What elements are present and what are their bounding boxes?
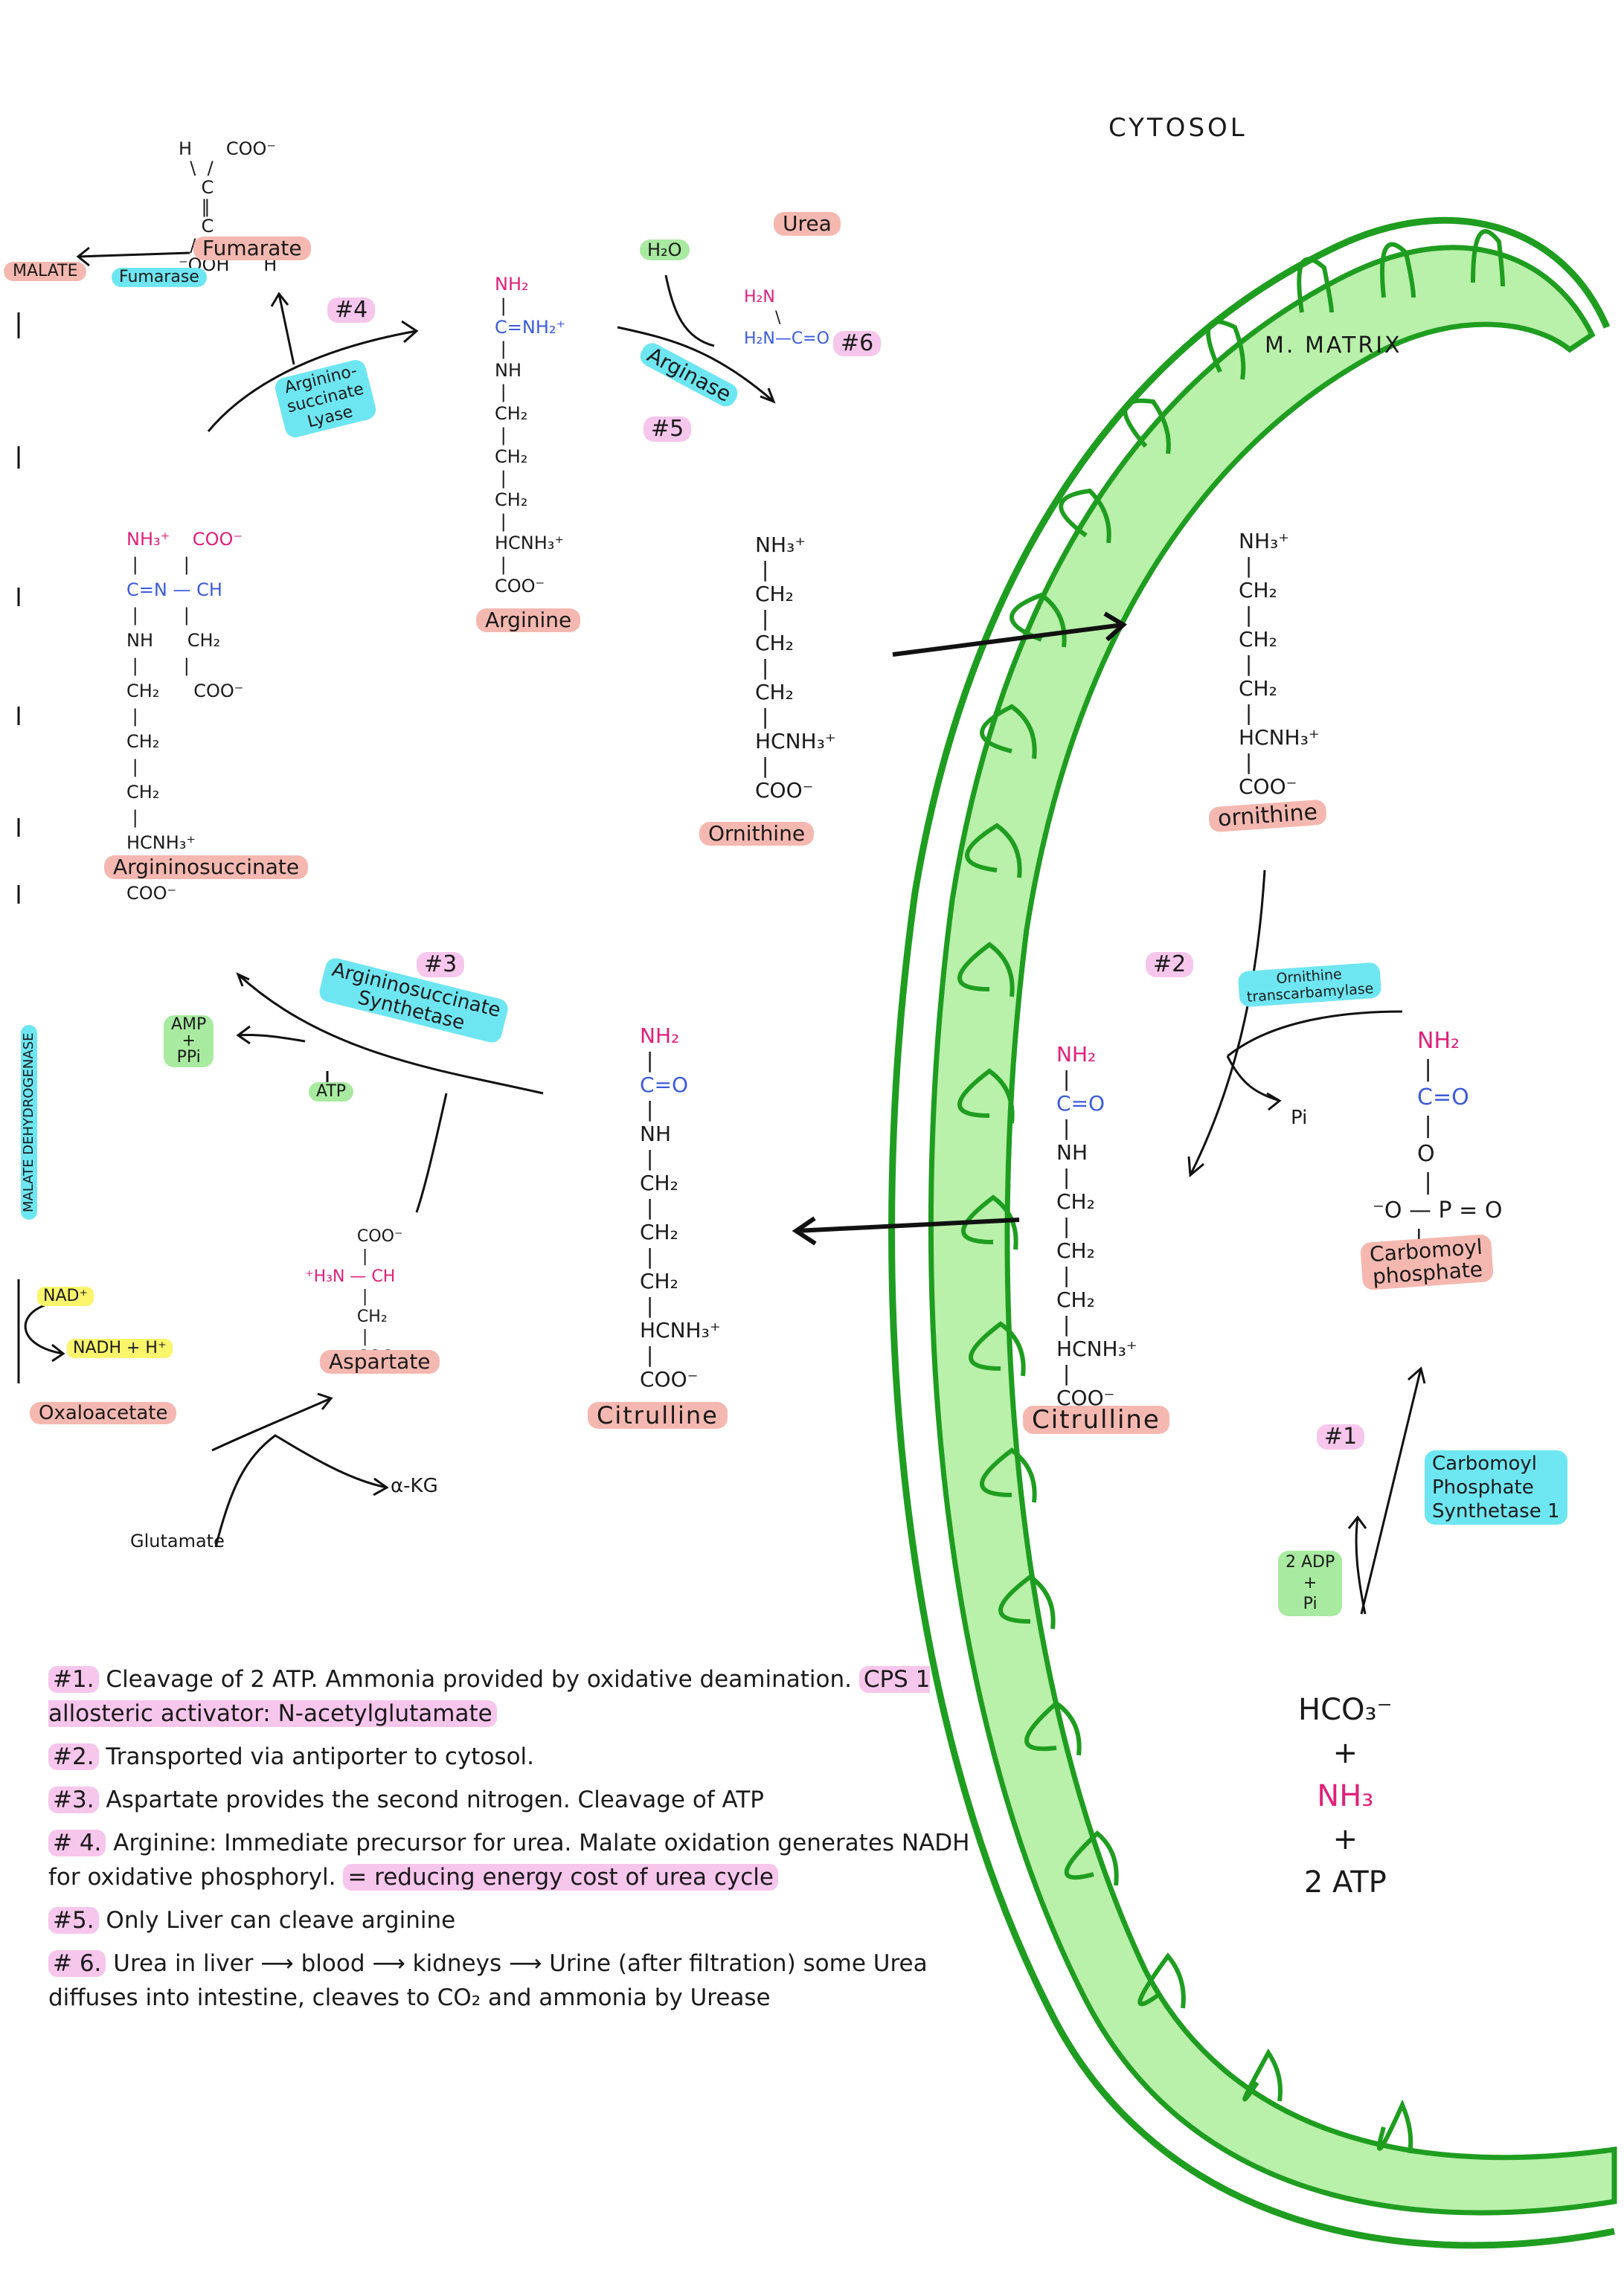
ornithine-cytosol-label: Ornithine bbox=[699, 822, 814, 846]
note-2: #2. Transported via antiporter to cytoso… bbox=[48, 1740, 978, 1774]
arginine-structure: NH₂ |C=NH₂⁺ |NH |CH₂ |CH₂ |CH₂ |HCNH₃⁺ |… bbox=[495, 231, 565, 619]
fumarate-structure: H COO⁻ \ / C ‖ C / \⁻OOH H bbox=[179, 100, 277, 294]
arginine-label: Arginine bbox=[476, 608, 580, 632]
argininosuccinate-label: Argininosuccinate bbox=[104, 855, 308, 879]
pi-otc-label: Pi bbox=[1291, 1108, 1307, 1128]
glutamate-label: Glutamate bbox=[130, 1532, 225, 1550]
adp-pi-label: 2 ADP+Pi bbox=[1278, 1551, 1342, 1616]
step-3-badge: #3 bbox=[417, 952, 464, 977]
cytosol-label: CYTOSOL bbox=[1108, 115, 1248, 141]
amp-ppi-label: AMP+PPi bbox=[164, 1015, 214, 1067]
cps1-inputs: HCO₃⁻+NH₃+2 ATP bbox=[1298, 1688, 1393, 1904]
fumarase-label: Fumarase bbox=[112, 268, 207, 287]
nad-label: NAD⁺ bbox=[37, 1287, 94, 1306]
malate-label: MALATE bbox=[4, 262, 86, 281]
citrulline-cytosol-label: Citrulline bbox=[588, 1402, 728, 1429]
notes-section: #1. Cleavage of 2 ATP. Ammonia provided … bbox=[48, 1662, 978, 2024]
step-5-badge: #5 bbox=[643, 417, 691, 442]
citrulline-matrix-label: Citrulline bbox=[1023, 1406, 1169, 1434]
aspartate-label: Aspartate bbox=[320, 1350, 440, 1374]
step-6-badge: #6 bbox=[833, 331, 881, 356]
step-2-badge: #2 bbox=[1146, 952, 1193, 977]
note-6: # 6. Urea in liver ⟶ blood ⟶ kidneys ⟶ U… bbox=[48, 1946, 978, 2015]
water-label: H₂O bbox=[640, 239, 690, 260]
ornithine-cytosol-structure: NH₃⁺ |CH₂ |CH₂ |CH₂ |HCNH₃⁺ |COO⁻ bbox=[755, 483, 836, 827]
citrulline-matrix-structure: NH₂ |C=O |NH |CH₂ |CH₂ |CH₂ |HCNH₃⁺ |COO… bbox=[1056, 993, 1137, 1435]
matrix-label: M. MATRIX bbox=[1265, 335, 1402, 357]
urea-structure: H₂N \H₂N—C=O bbox=[744, 245, 829, 370]
note-5: #5. Only Liver can cleave arginine bbox=[48, 1903, 978, 1938]
citrulline-cytosol-structure: NH₂ |C=O |NH |CH₂ |CH₂ |CH₂ |HCNH₃⁺ |COO… bbox=[640, 974, 721, 1416]
note-3: #3. Aspartate provides the second nitrog… bbox=[48, 1783, 978, 1817]
alpha-kg-label: α-KG bbox=[391, 1476, 438, 1496]
note-1: #1. Cleavage of 2 ATP. Ammonia provided … bbox=[48, 1662, 978, 1731]
urea-label: Urea bbox=[774, 212, 841, 236]
ornithine-matrix-structure: NH₃⁺ |CH₂ |CH₂ |CH₂ |HCNH₃⁺ |COO⁻ bbox=[1239, 480, 1320, 823]
step-1-badge: #1 bbox=[1317, 1424, 1364, 1450]
oxaloacetate-label: Oxaloacetate bbox=[30, 1402, 176, 1424]
malate-dehydrogenase-label: MALATE DEHYDROGENASE bbox=[21, 1026, 37, 1221]
step-4-badge: #4 bbox=[327, 298, 375, 323]
note-4: # 4. Arginine: Immediate precursor for u… bbox=[48, 1826, 978, 1894]
atp-label: ATP bbox=[309, 1082, 353, 1102]
fumarate-label: Fumarate bbox=[193, 237, 311, 260]
nadh-label: NADH + H⁺ bbox=[67, 1339, 173, 1358]
